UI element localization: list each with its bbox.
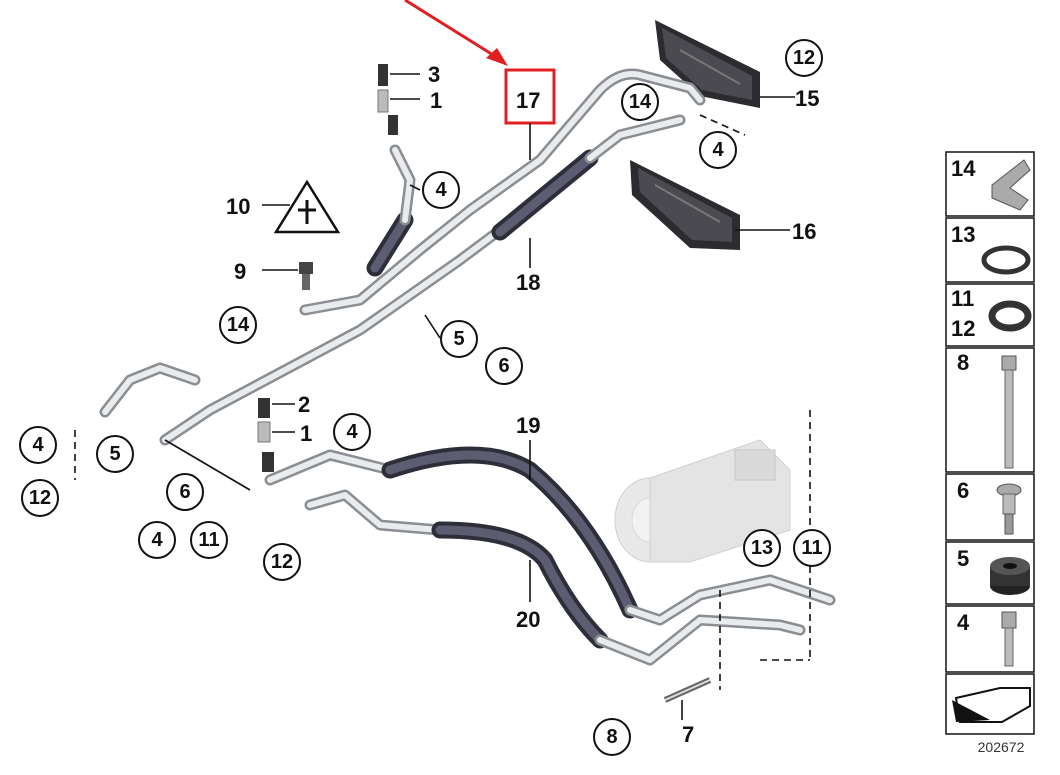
legend-label-4: 4	[957, 610, 970, 635]
svg-text:11: 11	[198, 529, 219, 551]
callout-circle-4a: 4	[699, 131, 737, 169]
legend-label-5: 5	[957, 546, 969, 571]
warning-triangle-icon	[273, 179, 341, 234]
callout-circle-5b: 5	[96, 435, 134, 473]
callout-1-upper: 1	[430, 88, 442, 113]
svg-text:4: 4	[346, 421, 358, 443]
legend-label-11: 11	[951, 286, 974, 311]
callout-circle-11b: 11	[793, 529, 831, 567]
callout-circle-14b: 14	[219, 306, 257, 344]
pipe-18	[159, 114, 686, 446]
bolt-7	[663, 677, 712, 703]
callout-9: 9	[234, 259, 246, 284]
svg-text:14: 14	[227, 314, 250, 336]
callout-17: 17	[516, 88, 540, 113]
callout-circle-5a: 5	[440, 320, 478, 358]
callout-circle-12c: 12	[263, 543, 301, 581]
callout-15: 15	[795, 86, 819, 111]
svg-text:12: 12	[271, 551, 293, 573]
svg-text:5: 5	[453, 328, 464, 350]
leader-lines	[74, 73, 811, 720]
svg-text:11: 11	[801, 537, 822, 559]
callout-10: 10	[226, 194, 250, 219]
callout-19: 19	[516, 413, 540, 438]
diagram-id: 202672	[978, 739, 1025, 755]
callout-circle-11a: 11	[190, 521, 228, 559]
circled-callouts: 12 14 4 4 14 5 6 4 5 12 6 4 4 11 12 13 1…	[19, 39, 831, 756]
svg-text:8: 8	[606, 726, 617, 748]
callout-circle-6b: 6	[166, 473, 204, 511]
svg-text:14: 14	[629, 91, 652, 113]
screw-icon	[1001, 611, 1017, 667]
long-bolt-icon	[1001, 355, 1017, 469]
callout-3: 3	[428, 62, 440, 87]
callout-2: 2	[298, 392, 310, 417]
svg-text:4: 4	[712, 139, 724, 161]
svg-text:6: 6	[498, 355, 509, 377]
legend-label-14: 14	[951, 156, 976, 181]
direction-arrow-icon	[952, 687, 1031, 723]
lower-bracket	[630, 160, 740, 250]
pipe-17	[299, 68, 706, 316]
callout-circle-12a: 12	[785, 39, 823, 77]
callout-circle-12b: 12	[21, 479, 59, 517]
callout-16: 16	[792, 219, 816, 244]
callout-1-lower: 1	[300, 421, 312, 446]
callout-circle-4e: 4	[138, 521, 176, 559]
highlight-arrow	[404, 0, 508, 66]
callout-circle-4c: 4	[19, 426, 57, 464]
clip-icon	[991, 159, 1031, 211]
svg-text:4: 4	[32, 434, 44, 456]
o-ring-icon	[981, 245, 1031, 275]
pipe-20	[257, 398, 806, 666]
callout-7: 7	[682, 722, 694, 747]
seal-ring-icon	[988, 300, 1032, 332]
callout-circle-14a: 14	[621, 83, 659, 121]
svg-text:13: 13	[751, 537, 773, 559]
svg-text:6: 6	[179, 481, 190, 503]
legend-label-8: 8	[957, 350, 969, 375]
parts-legend: 14 13 11 12 8 6 5 4	[945, 151, 1035, 735]
svg-text:12: 12	[29, 487, 51, 509]
svg-text:5: 5	[109, 443, 120, 465]
callout-circle-4b: 4	[422, 171, 460, 209]
svg-text:4: 4	[151, 529, 163, 551]
svg-text:4: 4	[435, 179, 447, 201]
grommet-icon	[990, 557, 1030, 595]
svg-text:12: 12	[793, 47, 815, 69]
short-bolt-icon	[996, 483, 1022, 535]
legend-label-6: 6	[957, 478, 969, 503]
valve-9	[299, 262, 313, 290]
callout-circle-6a: 6	[485, 347, 523, 385]
pipe-upper-left	[99, 64, 416, 418]
legend-label-12: 12	[951, 316, 975, 341]
legend-label-13: 13	[951, 222, 975, 247]
callout-circle-8: 8	[593, 718, 631, 756]
callout-20: 20	[516, 607, 540, 632]
plain-callouts: 17 18 19 20 3 1 2 1 10 9 16 15 7	[226, 62, 819, 747]
upper-bracket	[655, 20, 760, 108]
callout-circle-4d: 4	[333, 413, 371, 451]
callout-18: 18	[516, 270, 540, 295]
callout-circle-13: 13	[743, 529, 781, 567]
